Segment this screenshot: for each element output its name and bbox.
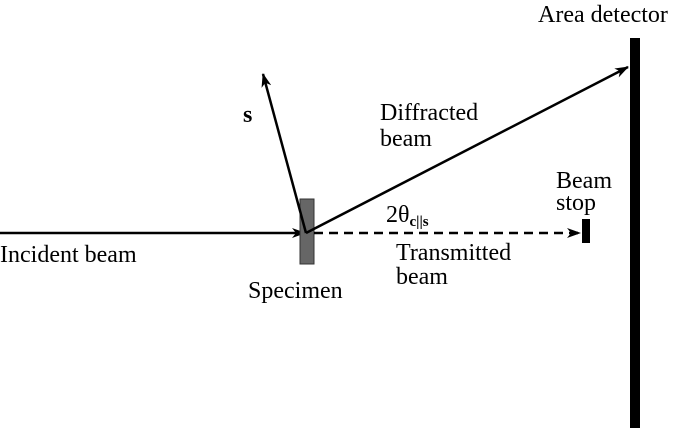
transmitted-beam-label-2: beam <box>396 264 448 290</box>
diffracted-beam-label-1: Diffracted <box>380 100 478 126</box>
angle-subscript: c||s <box>410 214 429 230</box>
specimen-label: Specimen <box>248 278 343 304</box>
s-vector-label: s <box>243 102 252 128</box>
angle-label: 2θc||s <box>386 202 429 230</box>
beam-stop-label-2: stop <box>556 190 596 216</box>
diffracted-beam-arrow <box>305 65 629 235</box>
area-detector-bar <box>630 38 640 428</box>
angle-base: 2θ <box>386 202 410 228</box>
incident-beam-label: Incident beam <box>0 242 137 268</box>
transmitted-beam-label-1: Transmitted <box>396 240 511 266</box>
area-detector-label: Area detector <box>538 2 668 28</box>
beam-stop-label-1: Beam <box>556 168 612 194</box>
beam-stop-rect <box>582 219 590 243</box>
diffracted-beam-label-2: beam <box>380 126 432 152</box>
s-vector-arrow <box>261 73 308 234</box>
